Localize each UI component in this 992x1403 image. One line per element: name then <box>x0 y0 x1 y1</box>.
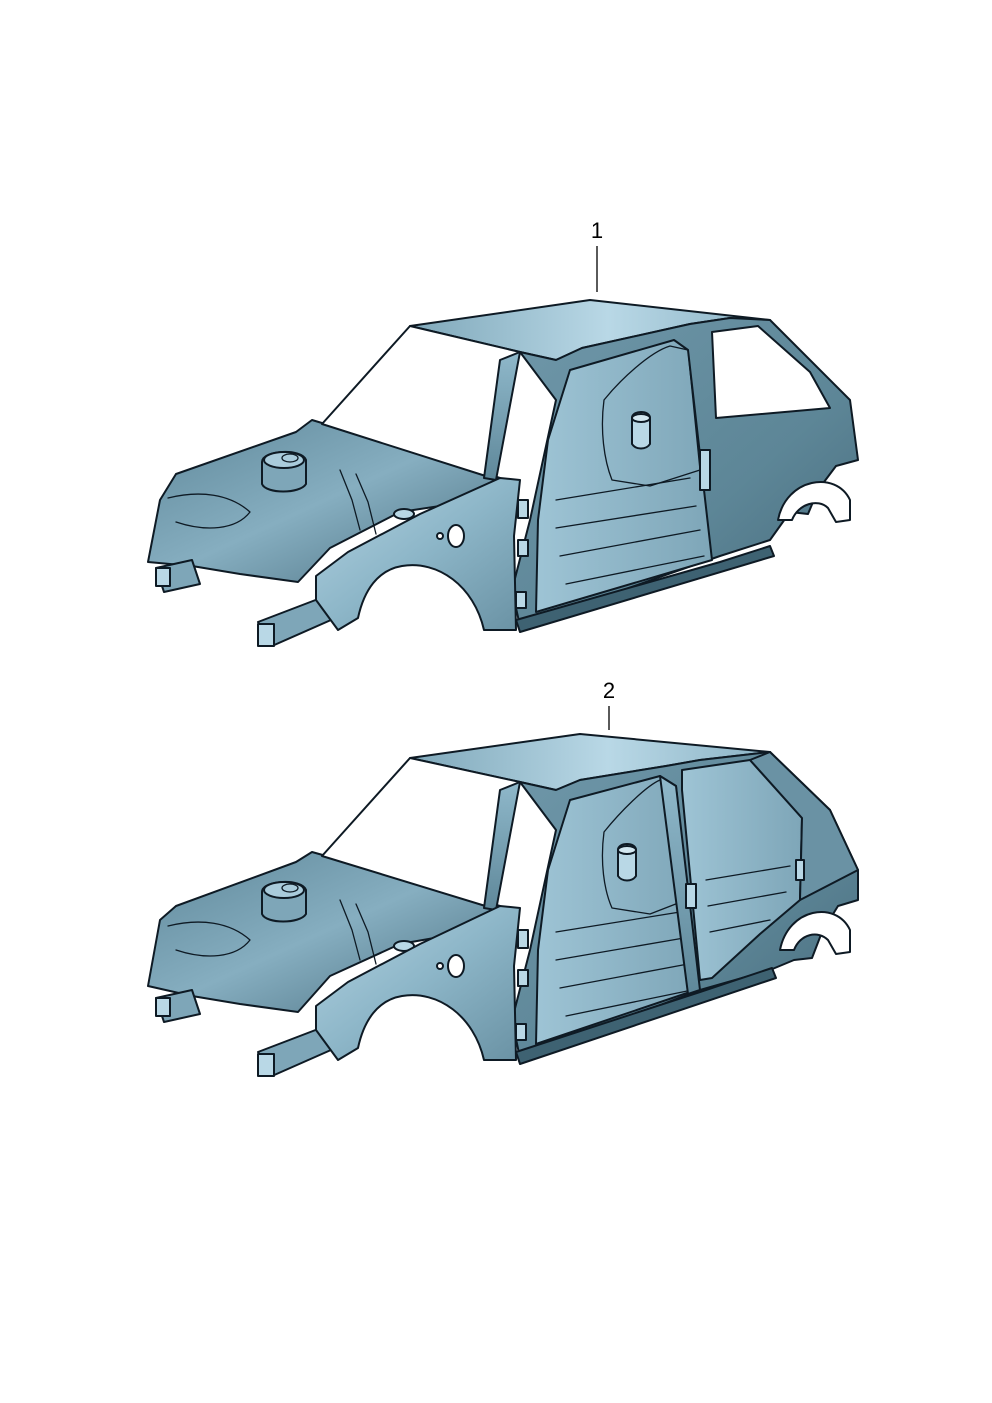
car-body-3-door <box>147 299 859 647</box>
callout-1: 1 <box>591 218 603 292</box>
callout-2-label: 2 <box>603 678 615 703</box>
callout-2: 2 <box>603 678 615 730</box>
callout-1-label: 1 <box>591 218 603 243</box>
car-body-5-door <box>147 733 859 1077</box>
